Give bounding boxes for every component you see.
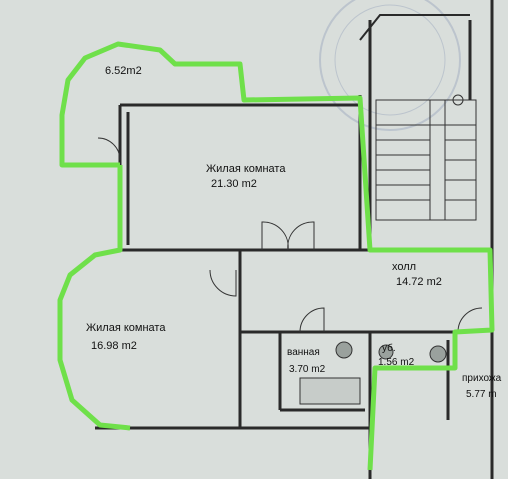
living2-name: Жилая комната [86,322,166,334]
balcony-area: 6.52m2 [105,65,142,77]
fixtures [335,341,447,363]
staircase [375,94,477,221]
living1-name: Жилая комната [206,163,286,175]
wc-area: 1.56 m2 [378,357,415,368]
doors [97,137,483,333]
stamp-watermark [319,0,461,131]
living1-area: 21.30 m2 [211,178,257,190]
hall-name: холл [392,261,417,273]
hall-area: 14.72 m2 [396,276,442,288]
entry-name: прихожа [462,373,502,384]
highlight-outline [57,41,495,471]
bathtub [299,377,361,405]
living2-area: 16.98 m2 [91,340,137,352]
walls [95,0,494,479]
bath-name: ванная [287,347,320,358]
wc-name: уб. [382,343,396,354]
bath-area: 3.70 m2 [289,364,326,375]
entry-area: 5.77 m [466,389,497,400]
